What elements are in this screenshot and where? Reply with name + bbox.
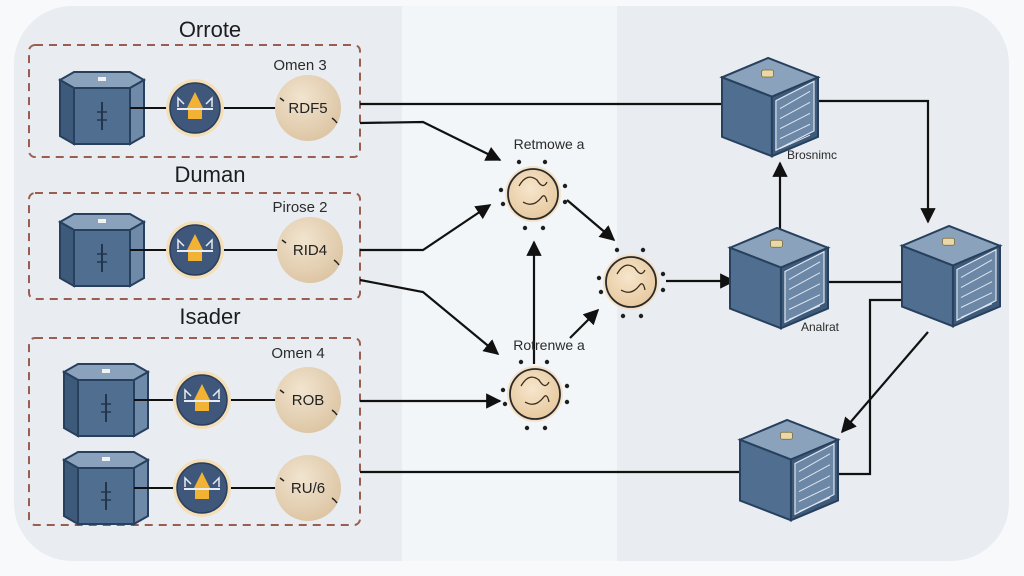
port-dot-icon: [640, 247, 646, 253]
connector-processor-c-to-b: [569, 308, 600, 339]
port-dot-icon: [516, 159, 522, 165]
group-duman: Duman Pirose 2: [28, 162, 361, 300]
storage-box-icon[interactable]: [57, 71, 147, 146]
group-label: Pirose 2: [272, 199, 327, 216]
router-icon[interactable]: [166, 221, 224, 279]
server-icon[interactable]: Brosnimc: [719, 56, 837, 162]
group-title: Isader: [179, 304, 240, 329]
port-dot-icon: [596, 275, 602, 281]
port-dot-icon: [542, 425, 548, 431]
connector-rdf5-to-processor-a: [359, 120, 502, 161]
data-node-label: ROB: [292, 392, 325, 409]
group-border: [28, 337, 361, 526]
source-row: RDF5: [57, 71, 341, 146]
data-node[interactable]: ROB: [275, 367, 341, 433]
port-dot-icon: [500, 201, 506, 207]
group-isader: Isader Omen 4: [28, 304, 361, 526]
port-dot-icon: [524, 425, 530, 431]
router-icon[interactable]: [173, 459, 231, 517]
processing-panel: [402, 6, 617, 561]
group-border: [28, 192, 361, 300]
processor-label: Rotrenwe a: [513, 337, 585, 353]
port-dot-icon: [542, 159, 548, 165]
connector-brosnimc-to-server-3: [818, 99, 936, 224]
port-dot-icon: [638, 313, 644, 319]
data-node-label: RID4: [293, 242, 327, 259]
port-dot-icon: [522, 225, 528, 231]
connector-server-3-to-server-4: [838, 298, 910, 476]
server-icon[interactable]: [899, 224, 1003, 328]
group-orrote: Orrote Omen 3: [28, 17, 361, 158]
data-node[interactable]: RID4: [277, 217, 343, 283]
port-dot-icon: [620, 313, 626, 319]
group-border: [28, 44, 361, 158]
port-dot-icon: [500, 387, 506, 393]
group-title: Duman: [175, 162, 246, 187]
processor-node[interactable]: Retmowe a: [498, 136, 585, 231]
data-node-label: RDF5: [288, 100, 327, 117]
storage-box-icon[interactable]: [61, 363, 151, 438]
group-title: Orrote: [179, 17, 241, 42]
router-icon[interactable]: [166, 79, 224, 137]
connector-server-3-diagonal: [840, 331, 929, 434]
processor-node[interactable]: Rotrenwe a: [500, 337, 585, 431]
data-node[interactable]: RDF5: [275, 75, 341, 141]
source-row: RID4: [57, 213, 343, 288]
port-dot-icon: [564, 383, 570, 389]
source-row: RU/6: [61, 451, 341, 526]
router-icon[interactable]: [173, 371, 231, 429]
data-node[interactable]: RU/6: [275, 455, 341, 521]
port-dot-icon: [540, 225, 546, 231]
connector-processor-a-to-b: [566, 199, 616, 241]
server-label: Analrat: [801, 320, 840, 334]
port-dot-icon: [498, 187, 504, 193]
group-label: Omen 3: [273, 57, 326, 74]
port-dot-icon: [614, 247, 620, 253]
connector-rid4-to-processor-a: [360, 204, 492, 252]
port-dot-icon: [544, 359, 550, 365]
port-dot-icon: [598, 289, 604, 295]
server-label: Brosnimc: [787, 148, 837, 162]
connectors: [359, 99, 936, 476]
group-label: Omen 4: [271, 345, 324, 362]
port-dot-icon: [564, 399, 570, 405]
port-dot-icon: [502, 401, 508, 407]
server-icon[interactable]: [737, 418, 841, 522]
port-dot-icon: [660, 271, 666, 277]
port-dot-icon: [562, 199, 568, 205]
port-dot-icon: [562, 183, 568, 189]
processor-node[interactable]: [596, 247, 666, 319]
server-icon[interactable]: Analrat: [727, 226, 840, 334]
source-row: ROB: [61, 363, 341, 438]
processor-label: Retmowe a: [514, 136, 585, 152]
connector-rid4-to-processor-c: [359, 278, 500, 355]
port-dot-icon: [518, 359, 524, 365]
storage-box-icon[interactable]: [61, 451, 151, 526]
port-dot-icon: [660, 287, 666, 293]
data-node-label: RU/6: [291, 480, 325, 497]
storage-box-icon[interactable]: [57, 213, 147, 288]
